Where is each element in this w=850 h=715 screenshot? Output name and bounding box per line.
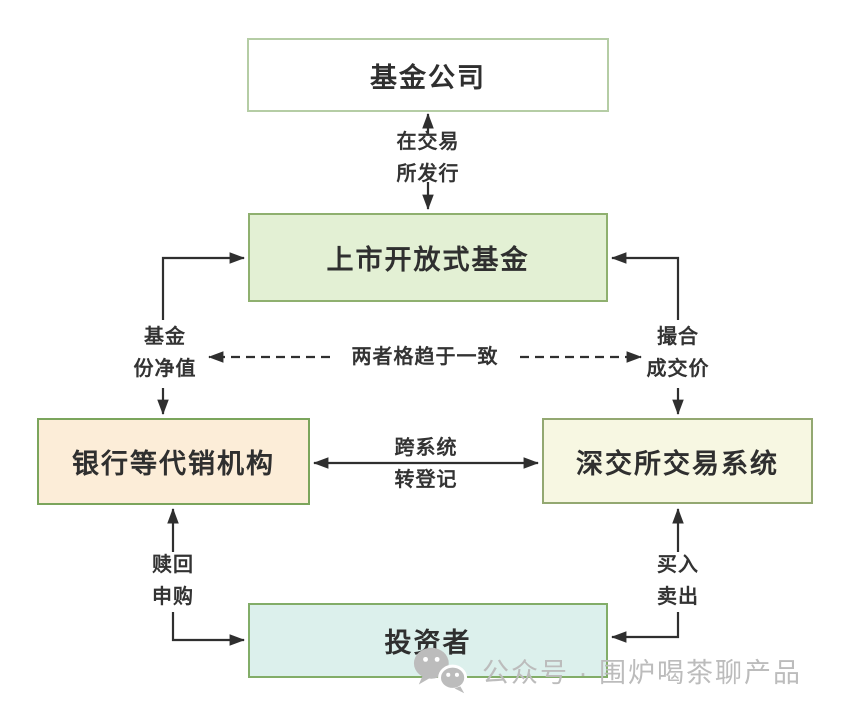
- edge-label-issue-on-exchange: 在交易 所发行: [396, 131, 460, 185]
- edge-label-fund-share-nav: 基金 份净值: [133, 326, 197, 380]
- node-label: 银行等代销机构: [72, 449, 275, 479]
- watermark-text: 公众号 · 围炉喝茶聊产品: [482, 657, 802, 688]
- wechat-icon: [413, 647, 468, 694]
- node-investor: 投资者: [248, 603, 608, 678]
- node-szse-trading-system: 深交所交易系统: [542, 418, 813, 504]
- node-label: 上市开放式基金: [326, 245, 530, 275]
- edge-label-buy-sell: 买入 卖出: [657, 554, 699, 608]
- edge-label-prices-converge: 两者格趋于一致: [351, 346, 499, 368]
- connector-lof-bank: [157, 252, 245, 415]
- connector-investor-bank: [167, 508, 245, 646]
- node-fund-company: 基金公司: [247, 38, 609, 112]
- edge-label-redeem-subscribe: 赎回 申购: [152, 554, 194, 608]
- node-label: 深交所交易系统: [576, 448, 779, 479]
- node-listed-open-fund: 上市开放式基金: [248, 213, 608, 302]
- connector-investor-szse: [611, 508, 684, 643]
- edge-label-matched-trade-price: 撮合 成交价: [646, 326, 710, 380]
- connector-lof-szse: [611, 252, 684, 415]
- node-bank-agency: 银行等代销机构: [37, 418, 310, 505]
- watermark: 公众号 · 围炉喝茶聊产品: [412, 644, 802, 696]
- edge-label-cross-system-transfer: 跨系统 转登记: [394, 437, 458, 491]
- node-label: 基金公司: [370, 62, 486, 93]
